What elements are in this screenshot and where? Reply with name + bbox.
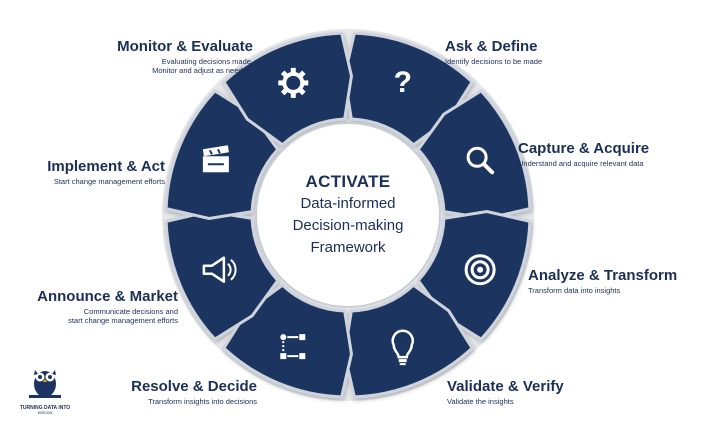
megaphone-icon xyxy=(202,256,237,283)
clapperboard-icon xyxy=(202,145,229,173)
segment-capture-acquire xyxy=(416,88,532,221)
step-description: Communicate decisions and start change m… xyxy=(68,307,178,325)
gear-icon xyxy=(278,67,309,98)
step-description: Identify decisions to be made xyxy=(445,57,543,66)
magnifier-icon xyxy=(466,146,495,175)
framework-subtitle-line-2: Decision-making xyxy=(292,217,404,234)
step-monitor-evaluate: Monitor & Evaluate Evaluating decisions … xyxy=(0,38,253,75)
step-description: Understand and acquire relevant data xyxy=(518,159,644,168)
logo-text: TURNING DATA INTO xyxy=(19,405,71,411)
question-icon: ? xyxy=(394,66,412,99)
step-validate-verify: Validate & Verify Validate the insights xyxy=(447,378,707,406)
flowchart-icon xyxy=(280,334,306,360)
wheel-hub xyxy=(255,122,441,308)
brand-logo: TURNING DATA INTO WISDOM xyxy=(10,360,80,415)
step-title: Announce & Market xyxy=(37,288,178,305)
step-description: Evaluating decisions made. Monitor and a… xyxy=(152,57,253,75)
step-analyze-transform: Analyze & Transform Transform data into … xyxy=(528,267,720,295)
step-title: Monitor & Evaluate xyxy=(117,38,253,55)
step-title: Analyze & Transform xyxy=(528,267,678,284)
step-ask-define: Ask & Define Identify decisions to be ma… xyxy=(445,38,705,66)
svg-text:?: ? xyxy=(394,66,412,99)
step-capture-acquire: Capture & Acquire Understand and acquire… xyxy=(518,140,720,168)
step-description: Start change management efforts xyxy=(53,177,165,186)
target-icon xyxy=(464,254,496,286)
step-implement-act: Implement & Act Start change management … xyxy=(0,158,165,186)
segment-validate-verify xyxy=(342,283,475,399)
step-title: Ask & Define xyxy=(445,38,538,55)
step-description: Transform insights into decisions xyxy=(148,397,257,406)
framework-subtitle-line-1: Data-informed xyxy=(300,195,396,212)
framework-heading: ACTIVATE xyxy=(305,172,391,191)
framework-title: ACTIVATE Data-informed Decision-making F… xyxy=(258,172,438,258)
step-resolve-decide: Resolve & Decide Transform insights into… xyxy=(0,378,257,406)
logo-subtext: WISDOM xyxy=(37,411,53,415)
step-description: Validate the insights xyxy=(447,397,514,406)
step-title: Resolve & Decide xyxy=(131,378,257,395)
step-title: Validate & Verify xyxy=(447,378,564,395)
step-title: Capture & Acquire xyxy=(518,140,650,157)
step-description: Transform data into insights xyxy=(528,286,621,295)
lightbulb-icon xyxy=(391,329,414,366)
step-title: Implement & Act xyxy=(47,158,165,175)
step-announce-market: Announce & Market Communicate decisions … xyxy=(0,288,178,325)
framework-subtitle-line-3: Framework xyxy=(310,239,386,256)
segment-announce-market xyxy=(164,209,280,342)
owl-icon xyxy=(29,370,61,398)
